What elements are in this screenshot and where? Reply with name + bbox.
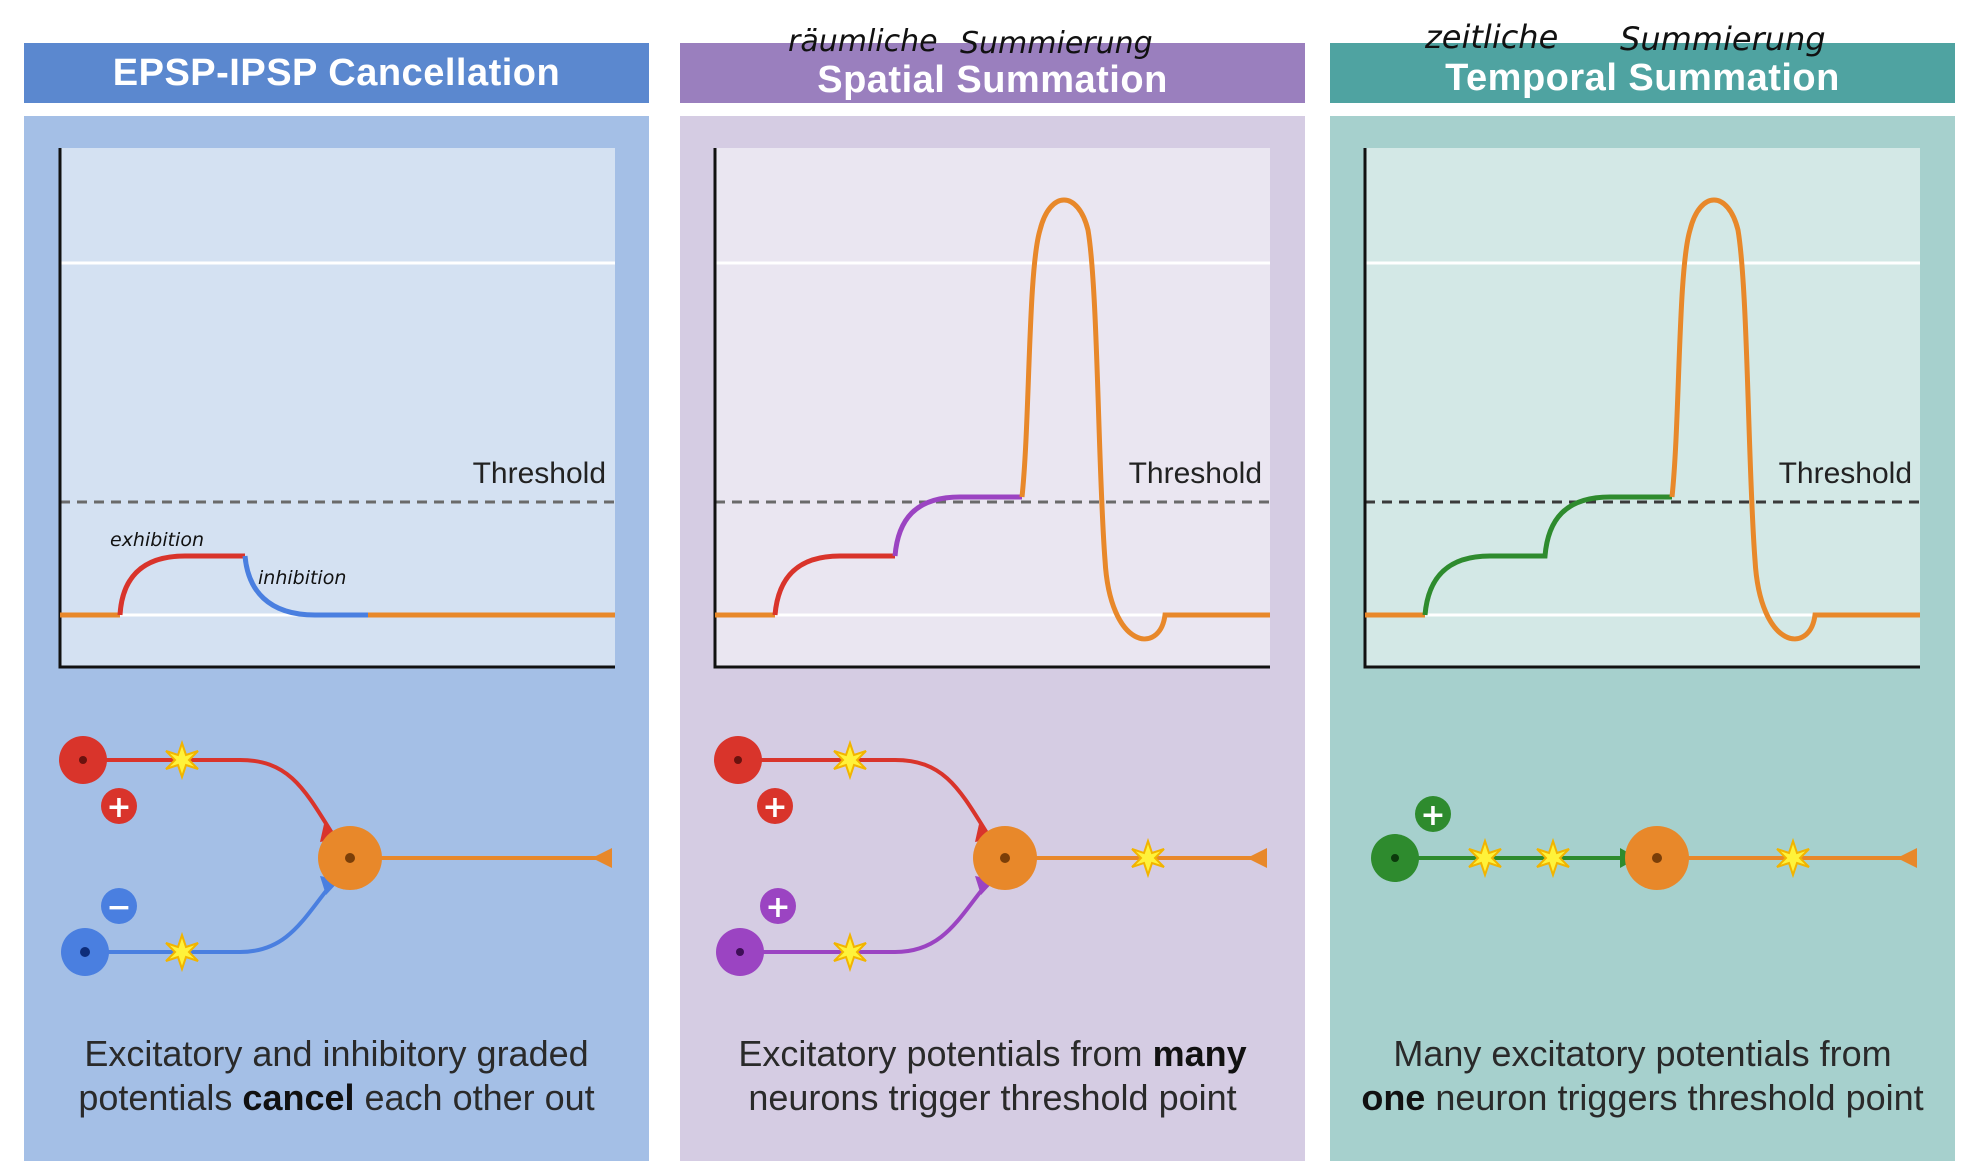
epsp-trace <box>892 494 1022 557</box>
neuron-diagram-spatial: + + <box>714 736 1267 976</box>
epsp-trace <box>117 553 245 616</box>
handwritten-note: Summierung <box>1620 20 1826 58</box>
threshold-label: Threshold <box>1779 457 1912 490</box>
plus-sign-icon <box>1415 796 1451 832</box>
handwritten-word: zeitliche <box>1425 18 1559 56</box>
plus-sign-icon <box>757 788 793 824</box>
plus-sign: + <box>765 890 790 925</box>
inhibitory-axon <box>85 878 337 954</box>
handwritten-note: räumliche <box>788 24 938 59</box>
minus-sign: − <box>106 890 131 925</box>
neuron-diagram-cancellation: + − <box>59 736 612 976</box>
caption-cancellation: Excitatory and inhibitory graded potenti… <box>24 1032 649 1132</box>
handwritten-word: Summierung <box>1620 20 1826 58</box>
action-potential-trace <box>1669 197 1920 642</box>
graph-cancellation: Threshold exhibition inhibition <box>58 148 615 669</box>
caption-text: Excitatory potentials from <box>738 1033 1153 1074</box>
graph-axes <box>58 148 615 669</box>
plus-sign: + <box>106 790 131 825</box>
ipsp-trace <box>242 555 368 618</box>
graph-axes <box>1363 148 1920 669</box>
caption-text: potentials <box>78 1077 243 1118</box>
graph-temporal: Threshold <box>1363 148 1920 669</box>
axon-terminal <box>1897 848 1917 868</box>
caption-line: one neuron triggers threshold point <box>1330 1076 1955 1120</box>
caption-line: neurons trigger threshold point <box>748 1077 1237 1118</box>
handwritten-word: Summierung <box>960 26 1153 61</box>
plus-sign-icon <box>101 788 137 824</box>
plus-sign-icon <box>760 888 796 924</box>
graph-area <box>60 148 615 667</box>
panel-header-cancellation: EPSP-IPSP Cancellation <box>24 43 649 103</box>
caption-line: Excitatory and inhibitory graded <box>84 1033 589 1074</box>
caption-text: each other out <box>354 1077 595 1118</box>
panel-title: Spatial Summation <box>817 58 1168 101</box>
caption-line: Many excitatory potentials from <box>1393 1033 1892 1074</box>
threshold-label: Threshold <box>473 457 606 490</box>
caption-line: Excitatory potentials from many <box>680 1032 1305 1076</box>
graph-axes <box>713 148 1270 669</box>
handwritten-word: räumliche <box>788 24 938 59</box>
panel-header-spatial: Spatial Summation <box>680 43 1305 103</box>
caption-spatial: Excitatory potentials from many neurons … <box>680 1032 1305 1132</box>
neuron-diagram-temporal: + <box>1371 796 1917 890</box>
panel-title: Temporal Summation <box>1445 56 1840 99</box>
axon-terminal <box>1247 848 1267 868</box>
panel-header-temporal: Temporal Summation <box>1330 43 1955 103</box>
plus-sign: + <box>762 790 787 825</box>
caption-emphasis: many <box>1152 1033 1247 1074</box>
axon-terminal <box>592 848 612 868</box>
epsp-trace <box>1422 494 1672 616</box>
caption-line: potentials cancel each other out <box>24 1076 649 1120</box>
graph-spatial: Threshold <box>713 148 1270 669</box>
graph-area <box>715 148 1270 667</box>
plus-sign: + <box>1420 798 1445 833</box>
excitatory-axon <box>740 878 992 954</box>
excitatory-axon <box>83 758 337 840</box>
panel-title: EPSP-IPSP Cancellation <box>112 51 561 94</box>
handwritten-note: Summierung <box>960 26 1153 61</box>
caption-emphasis: cancel <box>242 1077 355 1118</box>
epsp-trace <box>772 553 895 616</box>
minus-sign-icon <box>101 888 137 924</box>
action-potential-trace <box>1019 197 1270 642</box>
caption-text: neuron triggers threshold point <box>1425 1077 1924 1118</box>
threshold-label: Threshold <box>1129 457 1262 490</box>
handwritten-annotation: inhibition <box>258 567 346 589</box>
handwritten-annotation: exhibition <box>110 529 204 551</box>
handwritten-note: zeitliche <box>1425 18 1558 56</box>
caption-temporal: Many excitatory potentials from one neur… <box>1330 1032 1955 1132</box>
graph-area <box>1365 148 1920 667</box>
excitatory-axon <box>738 758 992 840</box>
caption-emphasis: one <box>1361 1077 1426 1118</box>
